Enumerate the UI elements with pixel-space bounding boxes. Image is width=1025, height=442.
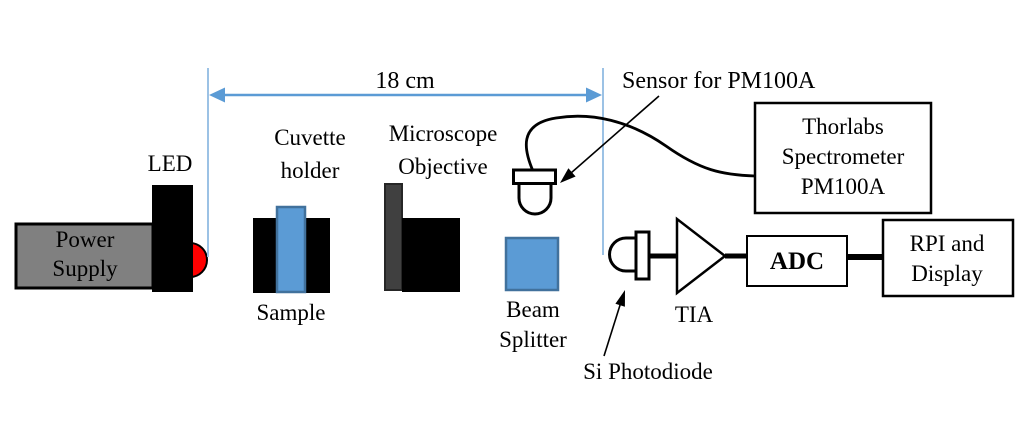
sample-cuvette [275, 205, 307, 294]
photodiode-cap [634, 230, 651, 281]
distance-arrowhead-left [209, 87, 225, 103]
spectrometer-box [753, 101, 933, 215]
sample-label: Sample [257, 300, 326, 325]
sensor-head-cap [512, 168, 557, 185]
microscope-label-line1: Microscope [389, 121, 498, 146]
cuvette-holder-label-line2: holder [281, 158, 340, 183]
distance-arrowhead-right [586, 87, 602, 103]
power-supply-label-line1: Power [56, 227, 115, 252]
photodiode-label: Si Photodiode [583, 359, 713, 384]
tia-label: TIA [675, 302, 714, 327]
distance-label: 18 cm [375, 68, 435, 94]
adc-label: ADC [770, 248, 824, 275]
beam-splitter-label-line2: Splitter [499, 327, 567, 352]
adc-box [746, 235, 848, 287]
microscope-label-line2: Objective [398, 154, 487, 179]
sensor-label: Sensor for PM100A [622, 68, 816, 94]
sensor-head-dome [517, 181, 553, 216]
objective-mount [384, 183, 403, 291]
sensor-label-arrow-line [570, 95, 660, 174]
rpi-label-line2: Display [911, 261, 983, 286]
spectrometer-label-line3: PM100A [801, 174, 886, 199]
beam-splitter-label-line1: Beam [506, 297, 560, 322]
rpi-display-box [881, 218, 1015, 298]
tia-amplifier-triangle [675, 216, 728, 296]
cuvette-holder-label-line1: Cuvette [274, 125, 346, 150]
objective-body [402, 218, 460, 292]
led-body [152, 185, 193, 292]
photodiode-dome [608, 236, 638, 273]
led-label: LED [148, 151, 193, 176]
rpi-label-line1: RPI and [910, 231, 985, 256]
spectrometer-label-line2: Spectrometer [782, 144, 905, 169]
power-supply-label-line2: Supply [52, 256, 118, 281]
photodiode-label-arrow-line [603, 301, 622, 357]
beam-splitter-cube [504, 236, 560, 292]
power-supply-box [14, 222, 155, 290]
sensor-cable [524, 114, 756, 178]
sensor-label-arrowhead [560, 168, 576, 183]
photodiode-label-arrowhead [615, 290, 625, 307]
spectrometer-label-line1: Thorlabs [802, 114, 884, 139]
